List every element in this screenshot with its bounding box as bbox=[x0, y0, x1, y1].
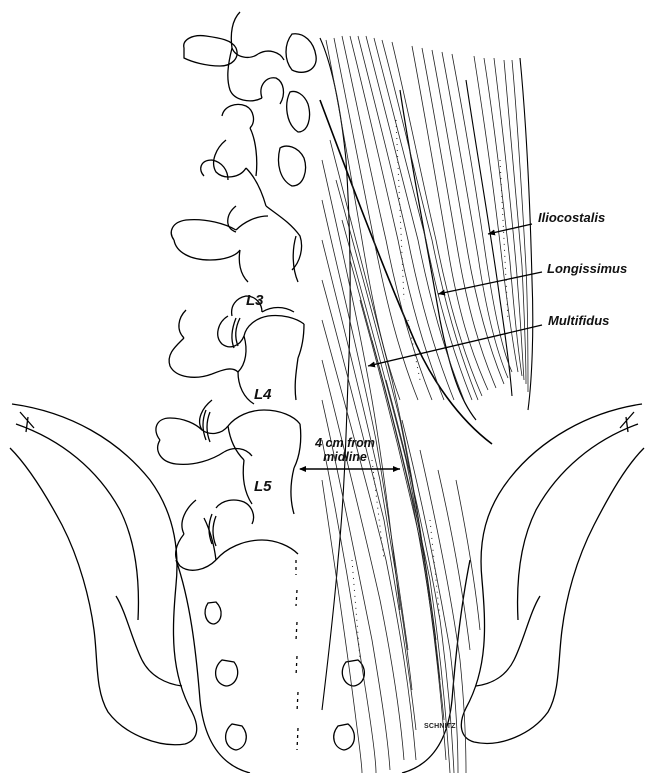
left-ilium bbox=[10, 404, 197, 745]
label-longissimus: Longissimus bbox=[547, 261, 627, 276]
artist-signature: SCHNITZ bbox=[424, 723, 456, 730]
distance-label-line2: midline bbox=[304, 450, 386, 464]
label-l3: L3 bbox=[246, 292, 264, 309]
label-multifidus: Multifidus bbox=[548, 313, 609, 328]
label-iliocostalis: Iliocostalis bbox=[538, 210, 605, 225]
paraspinal-muscles bbox=[320, 36, 533, 773]
label-l4: L4 bbox=[254, 386, 272, 403]
distance-label: 4 cm from midline bbox=[304, 436, 386, 464]
lumbar-vertebrae bbox=[156, 12, 316, 570]
iliocostalis-arrow bbox=[488, 224, 532, 234]
right-ilium bbox=[461, 404, 644, 743]
distance-label-line1: 4 cm from bbox=[304, 436, 386, 450]
sacrum bbox=[176, 560, 470, 773]
label-l5: L5 bbox=[254, 478, 272, 495]
